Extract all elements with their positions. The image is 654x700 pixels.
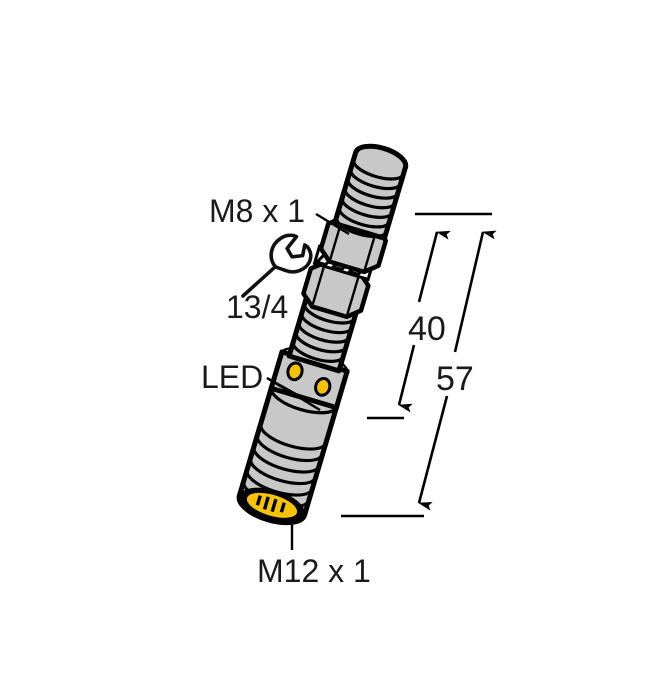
dimension-40-lower-arrow <box>397 344 416 413</box>
hex-nut-lower-edge-right <box>345 271 361 318</box>
hex-nut-lower-edge-left <box>310 261 327 308</box>
upper-shaft-threads <box>335 160 404 239</box>
wrench-icon <box>241 233 313 298</box>
dimension-40: 40 <box>397 230 451 413</box>
thread-top-label: M8 x 1 <box>209 193 305 229</box>
thread-bottom-label: M12 x 1 <box>257 553 371 589</box>
connector-face <box>239 487 305 524</box>
upper-threaded-shaft <box>332 143 409 241</box>
dimension-40-value: 40 <box>408 310 446 348</box>
dimension-57: 57 <box>417 230 497 511</box>
led-leader-2 <box>266 376 321 412</box>
connector-pin-slots <box>255 495 286 513</box>
led-indicator-2 <box>314 376 332 397</box>
dimension-57-upper-arrow <box>453 230 497 353</box>
led-indicator-1 <box>286 361 304 382</box>
sensor-assembly <box>236 143 409 526</box>
thread-top-leader <box>315 212 350 236</box>
upper-shaft-shell <box>332 143 409 241</box>
dimension-57-value: 57 <box>436 360 474 398</box>
dimension-40-upper-arrow <box>417 230 451 303</box>
mid-shaft-threads <box>291 304 355 363</box>
dimension-57-lower-arrow <box>417 395 449 511</box>
led-label: LED <box>201 359 263 395</box>
connector-threads <box>242 425 326 509</box>
wrench-size-label: 13/4 <box>226 289 288 325</box>
